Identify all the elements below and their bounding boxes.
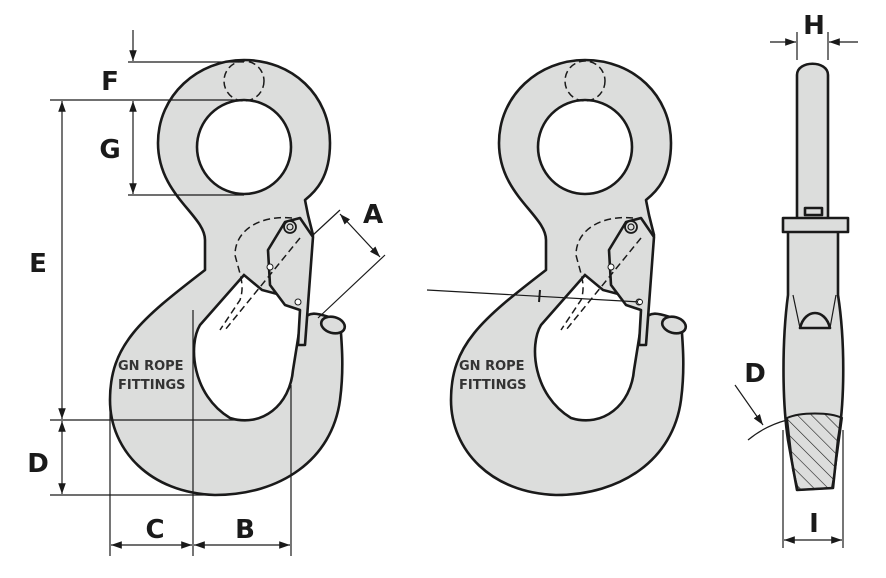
label-i: I: [809, 509, 819, 539]
label-f: F: [101, 67, 119, 97]
label-a: A: [363, 200, 383, 230]
hook-front-view: [108, 58, 348, 497]
hook-side-view: [734, 32, 858, 548]
hook-front-view-closed: [449, 58, 689, 497]
latch-leader-line: [426, 289, 641, 303]
brand-line1: GN ROPE: [118, 359, 184, 374]
label-h: H: [803, 11, 825, 41]
label-b: B: [235, 515, 255, 545]
label-d: D: [27, 449, 49, 479]
label-d-side: D: [744, 359, 766, 389]
dimension-lines: [50, 30, 386, 556]
brand-line2: FITTINGS: [118, 378, 186, 393]
brand-line2-middle: FITTINGS: [459, 378, 527, 393]
label-c: C: [145, 515, 164, 545]
brand-line1-middle: GN ROPE: [459, 359, 525, 374]
label-e: E: [29, 249, 47, 279]
label-g: G: [99, 135, 120, 165]
